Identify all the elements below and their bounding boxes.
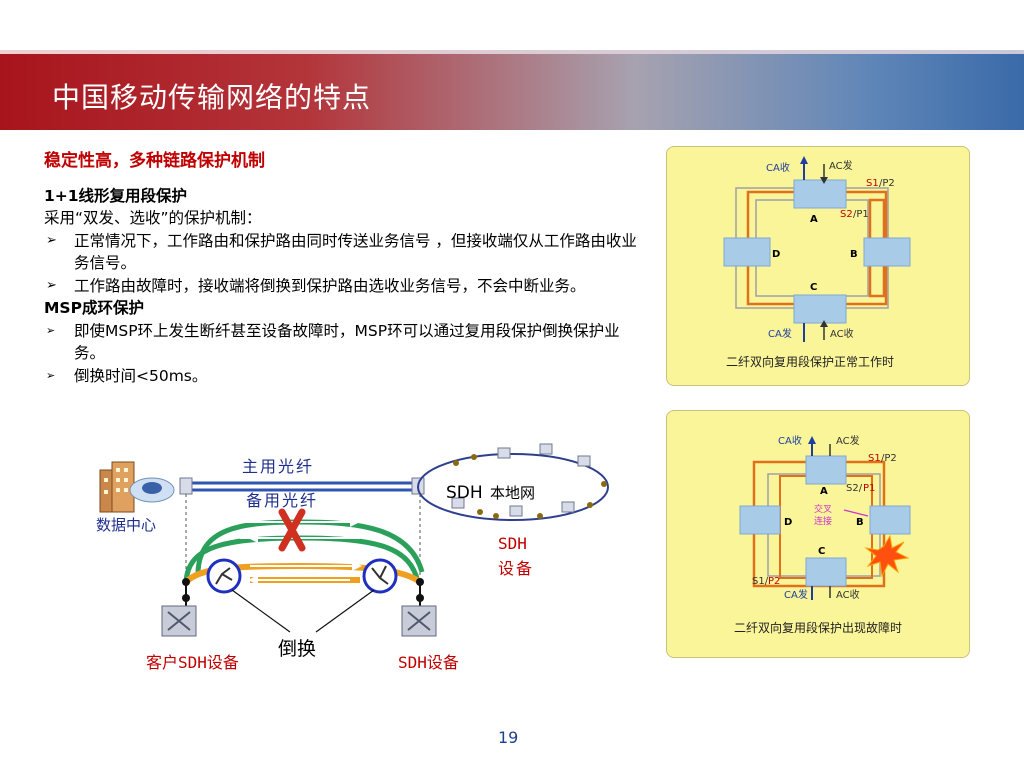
- fault-cross-1: 交叉: [814, 503, 832, 515]
- sec1-bullet-2-text: 工作路由故障时，接收端将倒换到保护路由选收业务信号，不会中断业务。: [74, 276, 586, 295]
- normal-p1: /P1: [853, 209, 869, 220]
- fault-ca-send: CA发: [784, 588, 808, 601]
- sec2-heading: MSP成环保护: [44, 299, 144, 317]
- sdh-ring-label-sdh: SDH: [446, 483, 483, 503]
- customer-sdh-label: 客户SDH设备: [146, 653, 239, 672]
- sec1-bullet-1-text: 正常情况下，工作路由和保护路由同时传送业务信号 ，但接收端仅从工作路由收业务信号…: [74, 231, 637, 273]
- sec1-intro: 采用“双发、选收”的保护机制：: [44, 209, 262, 227]
- fault-ac-send: AC发: [836, 434, 860, 447]
- sdh-device-label-1: SDH: [498, 534, 527, 553]
- normal-caption: 二纤双向复用段保护正常工作时: [726, 354, 894, 369]
- normal-node-c: C: [810, 282, 817, 293]
- sdh-device-icon: [401, 605, 437, 637]
- text-block: 稳定性高，多种链路保护机制 1+1线形复用段保护 采用“双发、选收”的保护机制：…: [44, 150, 644, 387]
- switch-icon-right: [362, 558, 398, 594]
- sdh-ring-label-local: 本地网: [490, 484, 535, 502]
- fault-s2: S2/: [846, 483, 863, 494]
- page-title: 中国移动传输网络的特点: [52, 81, 372, 114]
- fault-ca-recv: CA收: [778, 434, 802, 447]
- fault-p2b: P2: [768, 576, 780, 587]
- fault-s1: S1: [868, 453, 881, 464]
- normal-node-b: B: [850, 249, 858, 260]
- backup-fiber-label: 备用光纤: [246, 491, 318, 510]
- sec1-bullet-1: ➢ 正常情况下，工作路由和保护路由同时传送业务信号 ，但接收端仅从工作路由收业务…: [44, 230, 644, 275]
- fault-cross-2: 连接: [814, 515, 832, 527]
- bullet-chevron-icon: ➢: [46, 368, 56, 382]
- data-center-icon: [99, 461, 175, 513]
- sdh-equipment-label: SDH设备: [398, 653, 459, 672]
- sec1-bullet-2: ➢ 工作路由故障时，接收端将倒换到保护路由选收业务信号，不会中断业务。: [44, 275, 644, 298]
- title-bar: [0, 50, 1024, 130]
- ring-fault-panel: [666, 410, 970, 658]
- ring-normal-diagram: CA收 AC发 S1 /P2 S2 /P1 A B C D CA发 AC收 二纤…: [723, 156, 911, 369]
- bullet-chevron-icon: ➢: [46, 323, 56, 337]
- normal-ca-recv: CA收: [766, 161, 790, 174]
- bullet-arrow-icon: ➢: [46, 232, 57, 248]
- normal-ac-send: AC发: [829, 159, 853, 172]
- normal-s1: S1: [866, 178, 879, 189]
- ring-node-icons: [451, 443, 591, 517]
- normal-node-d: D: [772, 249, 780, 260]
- fault-node-b: B: [856, 517, 864, 528]
- normal-p2: /P2: [879, 178, 895, 189]
- page-number: 19: [498, 728, 519, 747]
- sec1-heading: 1+1线形复用段保护: [44, 186, 188, 205]
- bullet-arrow-icon: ➢: [46, 277, 57, 293]
- sdh-local-ring: [417, 453, 609, 521]
- fault-burst-icon: [864, 534, 910, 578]
- sdh-device-label-2: 设备: [498, 559, 534, 578]
- fault-ac-recv: AC收: [836, 588, 860, 601]
- fault-p2: /P2: [881, 453, 897, 464]
- fiber-cut-icon: [278, 508, 306, 552]
- fault-node-d: D: [784, 517, 792, 528]
- fault-s1b: S1/: [752, 576, 769, 587]
- switchover-label: 倒换: [278, 638, 316, 660]
- normal-s2: S2: [840, 209, 853, 220]
- fault-node-a: A: [820, 486, 828, 497]
- sec2-bullet-2: ➢ 倒换时间<50ms。: [44, 365, 644, 388]
- network-diagram: 数据中心 主用光纤 备用光纤 SDH 本地网 SDH 设备: [96, 443, 609, 672]
- main-fiber-label: 主用光纤: [242, 457, 314, 476]
- ring-joint-dots: [453, 454, 607, 519]
- section-subtitle: 稳定性高，多种链路保护机制: [44, 151, 265, 171]
- fault-caption: 二纤双向复用段保护出现故障时: [734, 620, 902, 635]
- normal-ac-recv: AC收: [830, 327, 854, 340]
- fault-p1: P1: [863, 483, 875, 494]
- fault-node-c: C: [818, 546, 825, 557]
- title-top-line: [0, 50, 1024, 54]
- sec2-bullet-1-text: 即使MSP环上发生断纤甚至设备故障时，MSP环可以通过复用段保护倒换保护业务。: [74, 321, 620, 363]
- switch-icon-left: [206, 558, 242, 594]
- sec2-bullet-2-text: 倒换时间<50ms。: [74, 366, 208, 385]
- sec2-bullet-1: ➢ 即使MSP环上发生断纤甚至设备故障时，MSP环可以通过复用段保护倒换保护业务…: [44, 320, 644, 365]
- normal-ca-send: CA发: [768, 327, 792, 340]
- ring-fault-diagram: CA收 AC发 S1 /P2 S2/ P1 A B C D 交叉 连接 S1/ …: [734, 434, 911, 635]
- customer-sdh-device-icon: [161, 605, 197, 637]
- normal-node-a: A: [810, 214, 818, 225]
- data-center-label: 数据中心: [96, 516, 156, 534]
